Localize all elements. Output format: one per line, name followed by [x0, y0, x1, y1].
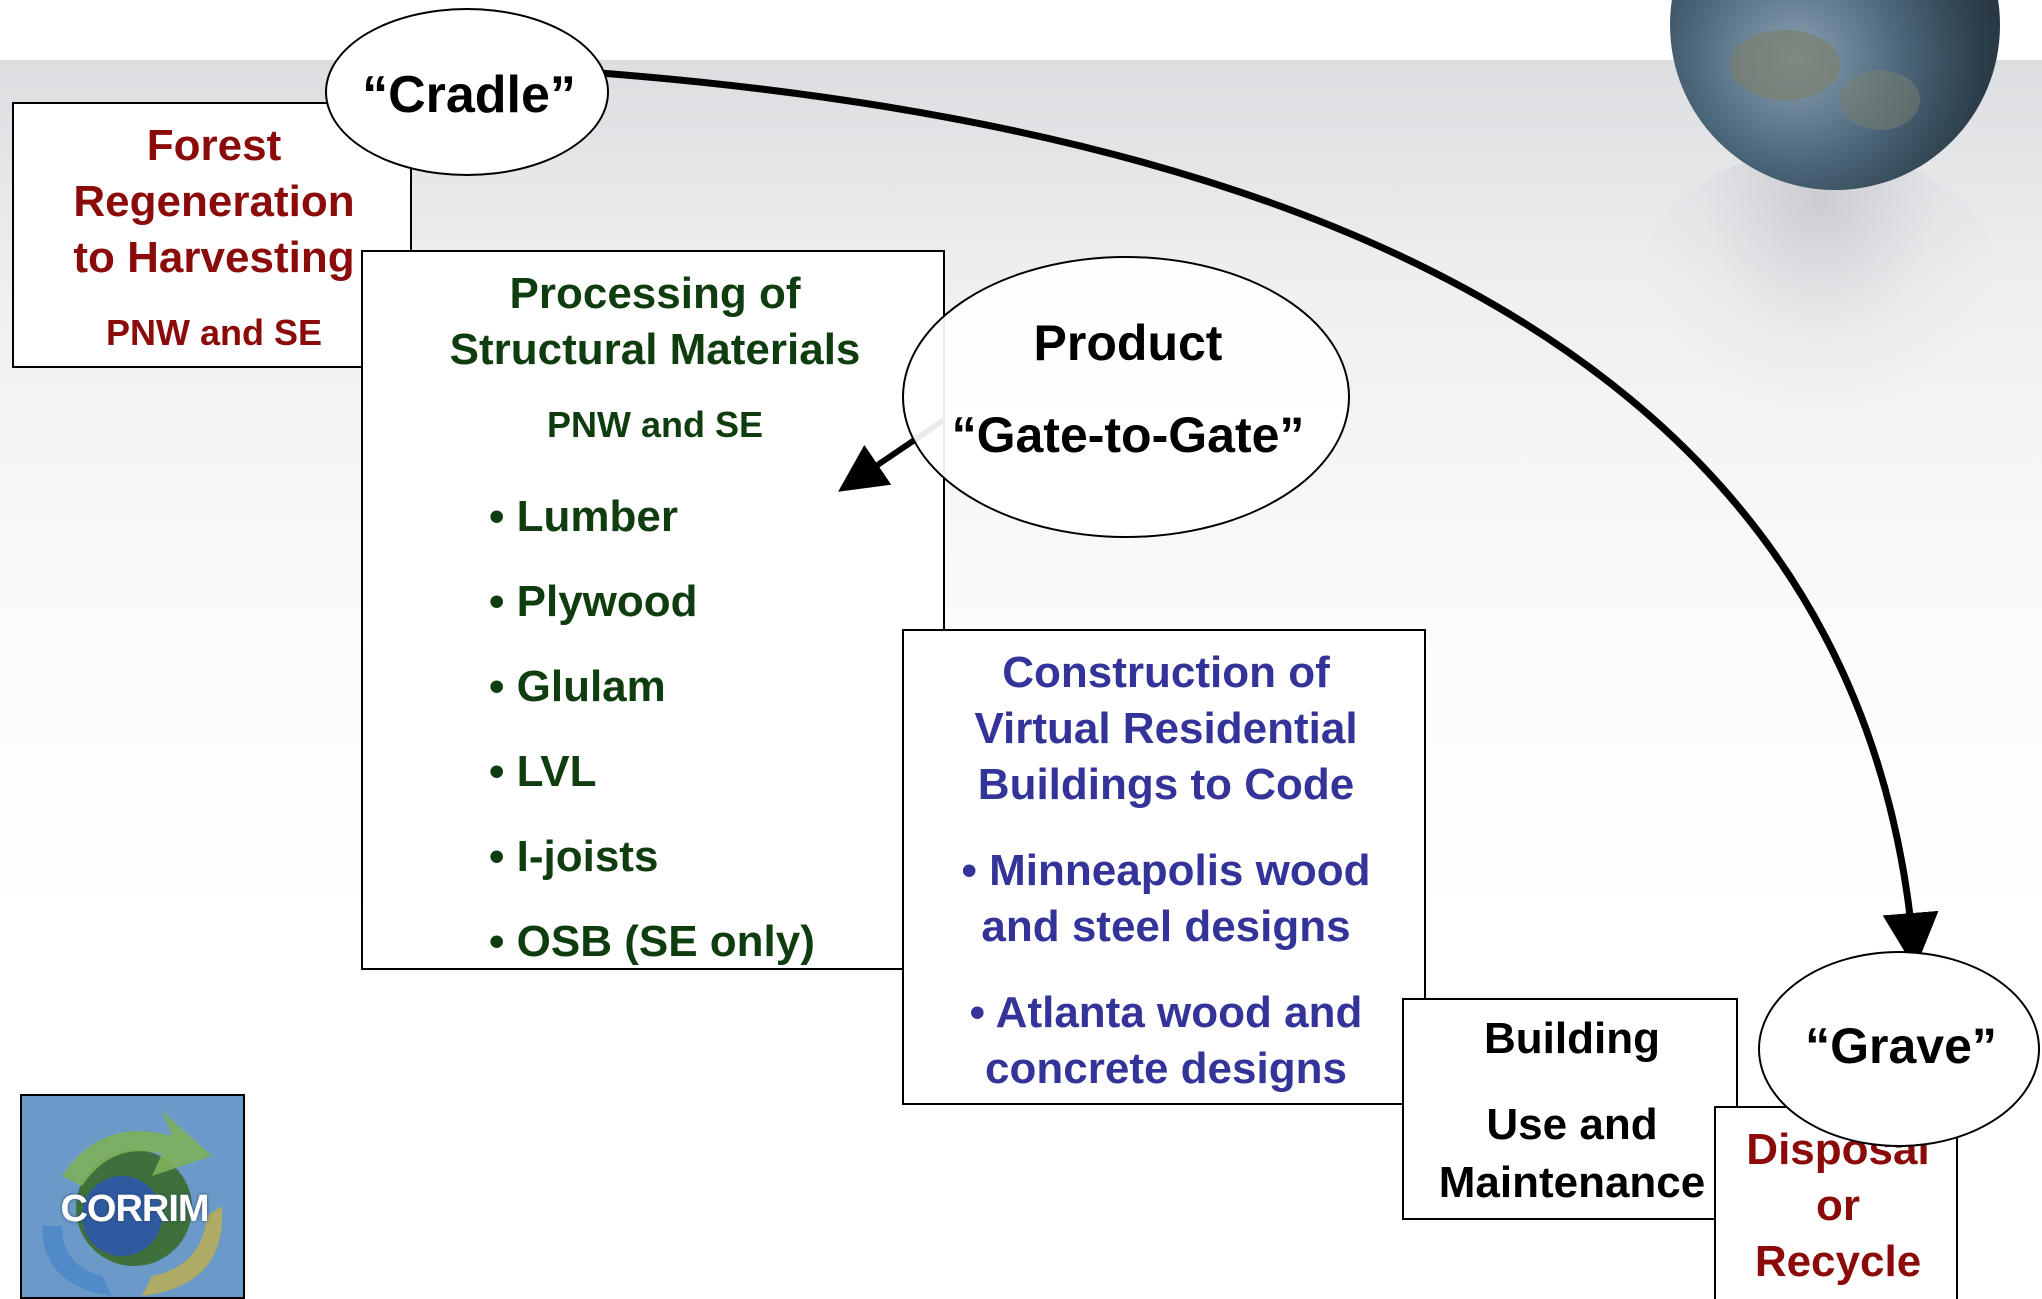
building-use-line: Maintenance	[1438, 1158, 1706, 1207]
processing-title-line: Structural Materials	[449, 325, 861, 374]
building-title: Building	[1484, 1014, 1660, 1063]
construction-title-line: Buildings to Code	[977, 760, 1355, 809]
corrim-logo: CORRIM	[20, 1094, 245, 1299]
product-gate-oval: Product “Gate-to-Gate”	[902, 256, 1350, 538]
construction-stage-box: Construction of Virtual Residential Buil…	[902, 629, 1426, 1105]
grave-label: “Grave”	[1805, 1018, 1997, 1074]
forest-stage-box: Forest Regeneration to Harvesting PNW an…	[12, 102, 412, 368]
forest-regions: PNW and SE	[105, 312, 323, 353]
product-list-item: • I-joists	[489, 832, 659, 881]
recycle-arrows-icon	[42, 1111, 223, 1296]
gate-to-gate-label: “Gate-to-Gate”	[951, 407, 1305, 463]
construction-bullet-line: • Atlanta wood and	[969, 988, 1363, 1037]
processing-stage-box: Processing of Structural Materials PNW a…	[361, 250, 945, 970]
product-list-item: • LVL	[489, 747, 597, 796]
cradle-oval: “Cradle”	[325, 8, 609, 176]
forest-title-line: Forest	[146, 121, 282, 170]
construction-bullet-line: concrete designs	[985, 1044, 1347, 1093]
product-label: Product	[1033, 315, 1223, 371]
processing-regions: PNW and SE	[546, 404, 764, 445]
construction-bullet-line: • Minneapolis wood	[961, 846, 1371, 895]
logo-text: CORRIM	[60, 1188, 209, 1230]
globe-land-patch	[1840, 70, 1920, 130]
grave-oval: “Grave”	[1758, 951, 2040, 1147]
construction-title-line: Construction of	[1002, 648, 1330, 697]
building-use-box: Building Use and Maintenance	[1402, 998, 1738, 1220]
product-list-item: • Lumber	[489, 492, 678, 541]
disposal-line: or	[1816, 1181, 1860, 1230]
processing-title-line: Processing of	[509, 269, 801, 318]
forest-title-line: Regeneration	[73, 177, 355, 226]
construction-title-line: Virtual Residential	[974, 704, 1358, 753]
construction-bullet-line: and steel designs	[981, 902, 1351, 951]
disposal-line: Recycle	[1754, 1237, 1922, 1286]
product-list-item: • OSB (SE only)	[489, 917, 815, 966]
globe-land-patch	[1730, 30, 1840, 100]
cradle-label: “Cradle”	[362, 66, 576, 124]
building-use-line: Use and	[1486, 1100, 1658, 1149]
product-list-item: • Plywood	[489, 577, 698, 626]
forest-title-line: to Harvesting	[73, 233, 355, 282]
product-list-item: • Glulam	[489, 662, 666, 711]
